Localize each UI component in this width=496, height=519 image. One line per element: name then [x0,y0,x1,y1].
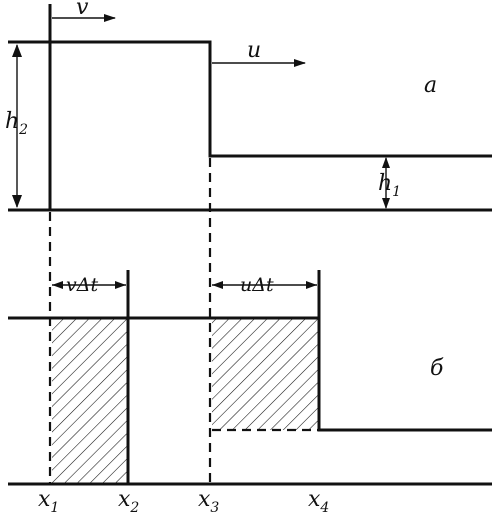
top-water-surface [8,40,492,158]
u-dt-label: uΔt [240,274,274,296]
bottom-water-surface-right [317,270,492,432]
x3-label: x3 [198,487,219,516]
x4-label: x4 [308,487,329,516]
panel-b-label: б [430,356,444,381]
hatched-region-right [212,318,319,430]
x1-label: x1 [38,487,59,516]
hatched-region-left [52,318,128,484]
v-dt-label: vΔt [66,274,98,296]
u-dt-arrow-left-icon [212,281,223,289]
velocity-v-label: v [76,0,89,20]
panel-a-label: а [424,73,437,98]
h1-arrow-down-icon [382,198,390,209]
h2-arrow-down-icon [12,195,22,208]
h1-label: h1 [378,171,401,200]
v-dt-arrow-right-icon [115,281,126,289]
v-dt-arrow-left-icon [52,281,63,289]
velocity-u-label: u [247,38,261,63]
top-panel: v u а h2 h1 [5,0,492,212]
h1-arrow-up-icon [382,157,390,168]
u-dt-arrow-right-icon [306,281,317,289]
bottom-panel: vΔt uΔt б x1 x2 x3 x4 [8,270,492,516]
h2-arrow-up-icon [12,44,22,57]
h2-label: h2 [5,109,28,138]
x2-label: x2 [118,487,139,516]
